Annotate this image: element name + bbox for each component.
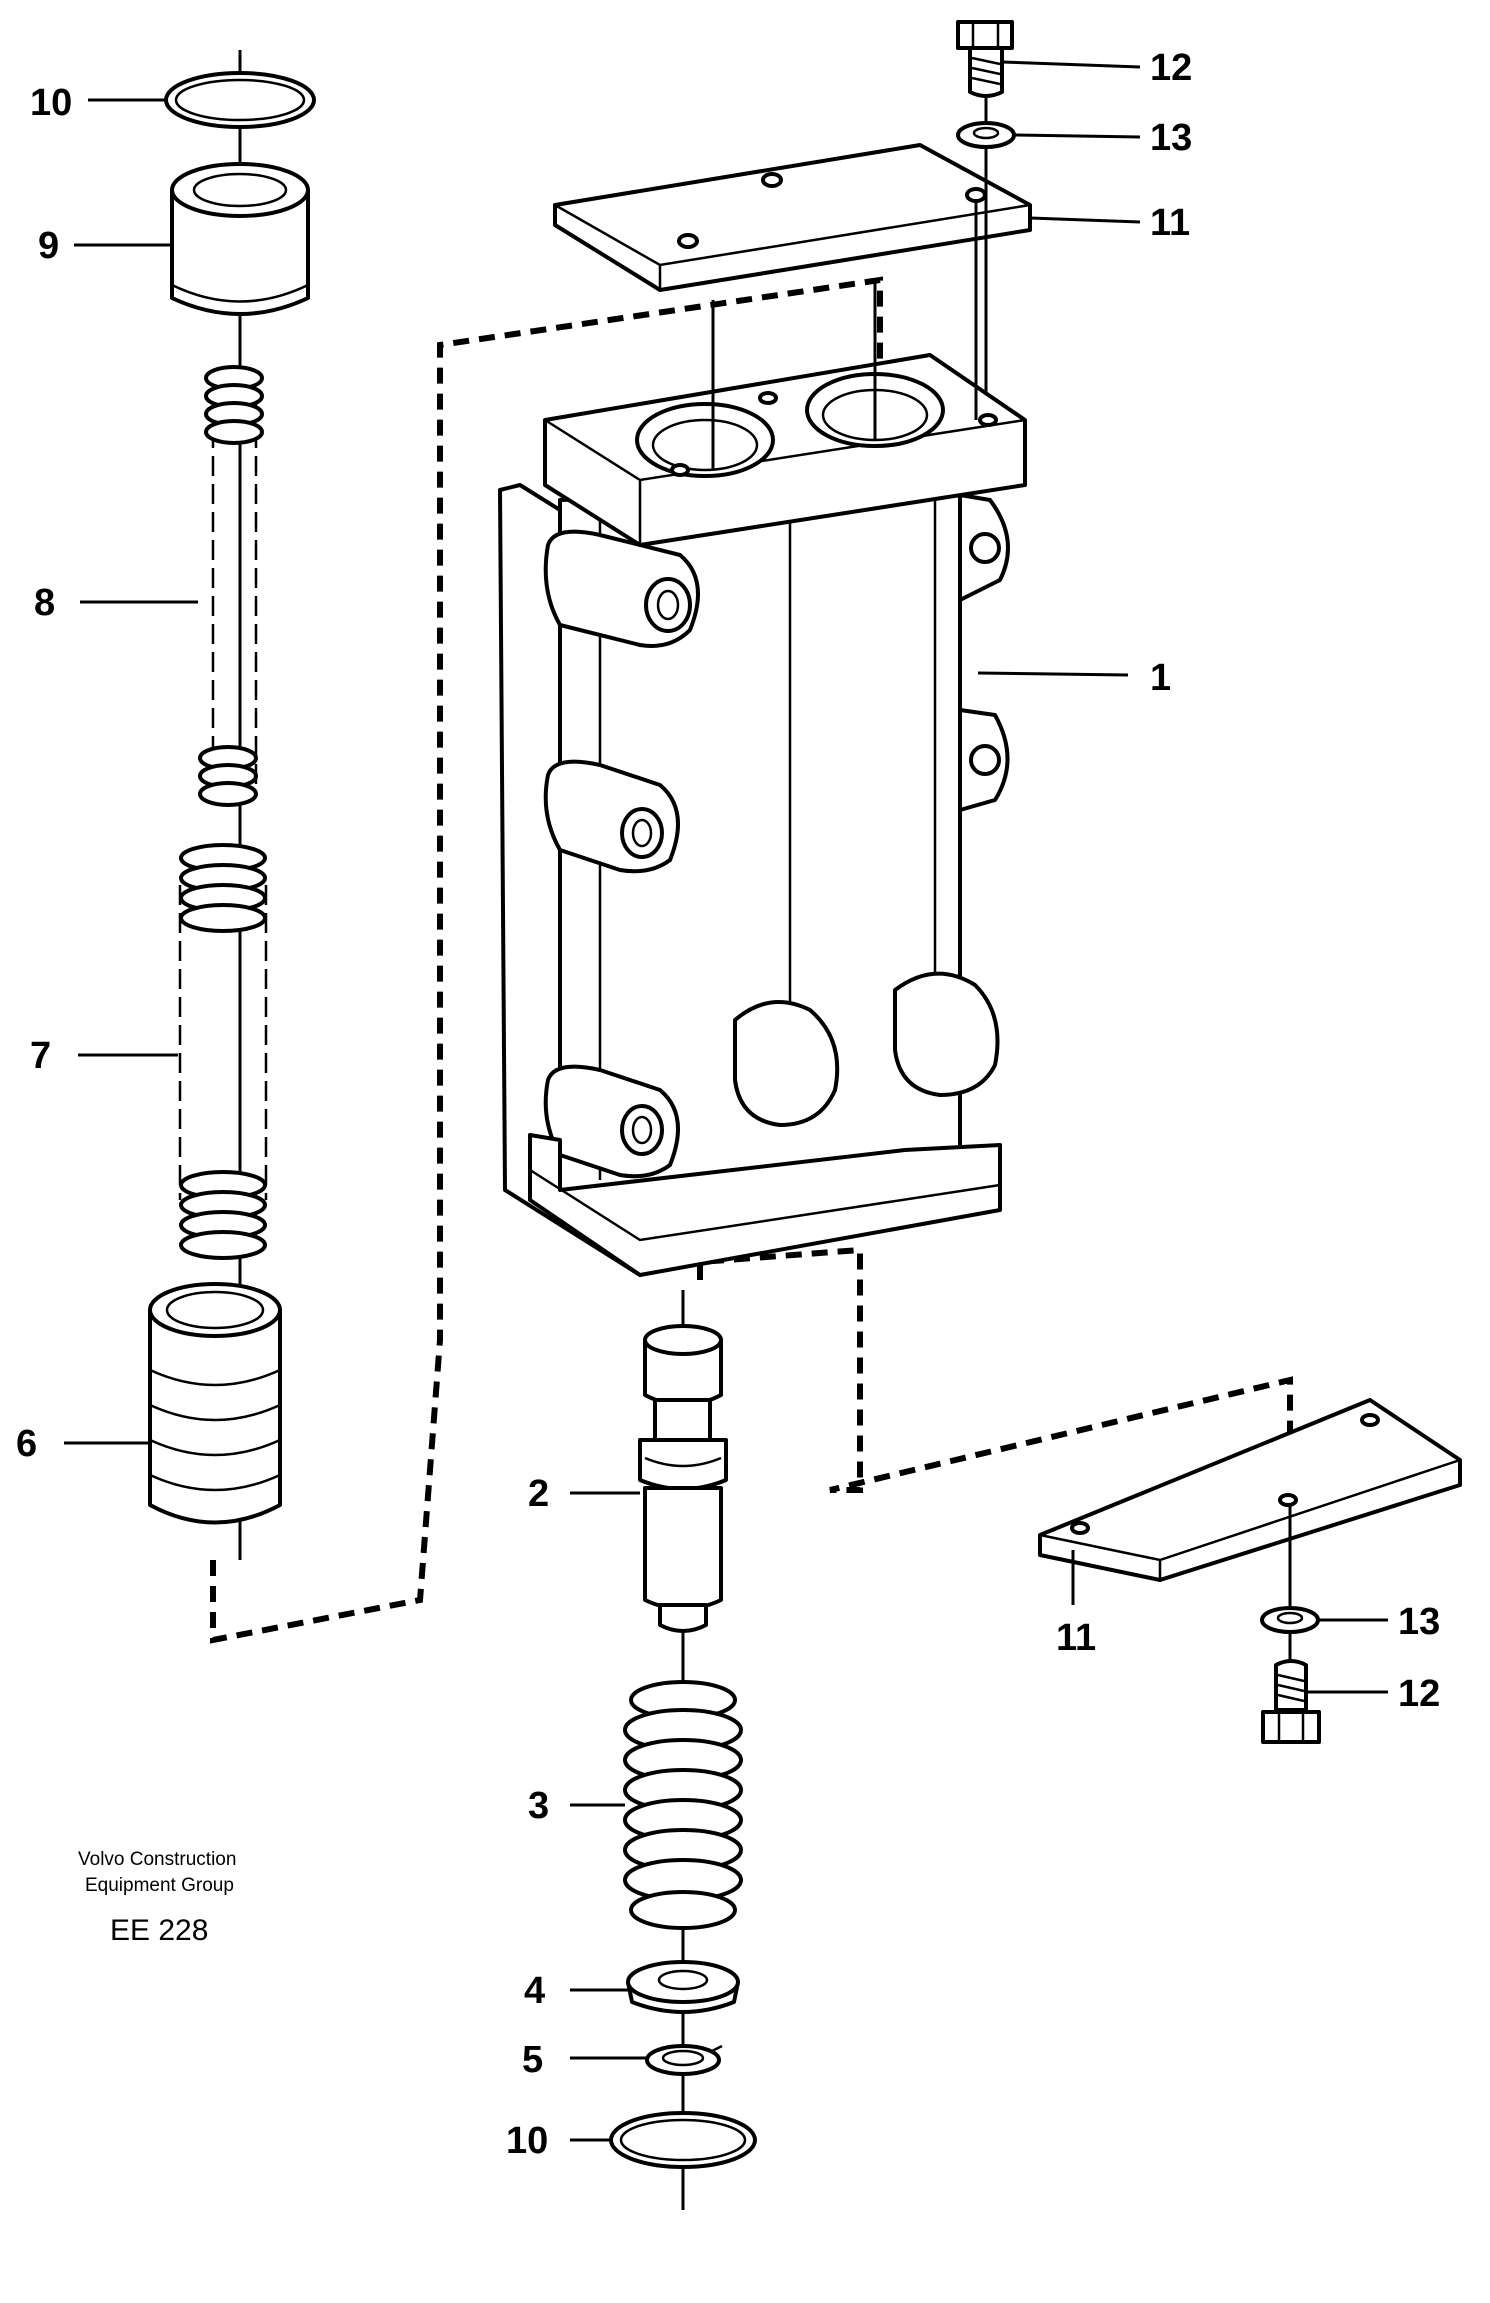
spring-part-8 <box>198 365 264 807</box>
label-part-9: 9 <box>38 225 59 267</box>
label-part-5: 5 <box>522 2039 543 2081</box>
drawing-code: EE 228 <box>110 1914 208 1947</box>
ribbed-sleeve-part-6 <box>148 1282 282 1525</box>
label-part-11-top: 11 <box>1150 202 1190 244</box>
label-part-13-bottom: 13 <box>1398 1601 1440 1643</box>
sleeve-part-9 <box>170 162 310 316</box>
credit-line-1: Volvo Construction <box>78 1849 236 1870</box>
label-part-10-bottom: 10 <box>506 2120 548 2162</box>
label-part-8: 8 <box>34 582 55 624</box>
spring-seat-part-4 <box>626 1960 740 2014</box>
o-ring-top <box>164 71 316 129</box>
bolt-top <box>956 20 1014 98</box>
valve-housing <box>498 353 1027 1277</box>
label-part-1: 1 <box>1150 657 1171 699</box>
label-part-12-bottom: 12 <box>1398 1673 1440 1715</box>
main-spring-part-3 <box>623 1680 743 1930</box>
credit-line-2: Equipment Group <box>85 1875 234 1896</box>
label-part-13-top: 13 <box>1150 117 1192 159</box>
label-part-2: 2 <box>528 1473 549 1515</box>
label-part-7: 7 <box>30 1035 51 1077</box>
spring-part-7 <box>178 843 268 1260</box>
valve-spool-part-2 <box>638 1324 728 1633</box>
label-part-3: 3 <box>528 1785 549 1827</box>
washer-top <box>956 121 1016 149</box>
label-part-11-bottom: 11 <box>1056 1617 1096 1659</box>
label-part-10-top: 10 <box>30 82 72 124</box>
washer-bottom <box>1260 1606 1320 1634</box>
cover-plate-bottom <box>1038 1398 1462 1582</box>
leader-lines <box>64 60 1388 2142</box>
label-part-4: 4 <box>524 1970 545 2012</box>
cover-plate-top <box>553 143 1032 292</box>
o-ring-bottom <box>609 2111 757 2169</box>
retaining-clip-part-5 <box>645 2044 723 2076</box>
label-part-12-top: 12 <box>1150 47 1192 89</box>
label-part-6: 6 <box>16 1423 37 1465</box>
bolt-bottom <box>1261 1659 1321 1744</box>
dashed-connector-left <box>210 276 883 1644</box>
dashed-connector-bottom <box>697 1246 1293 1535</box>
